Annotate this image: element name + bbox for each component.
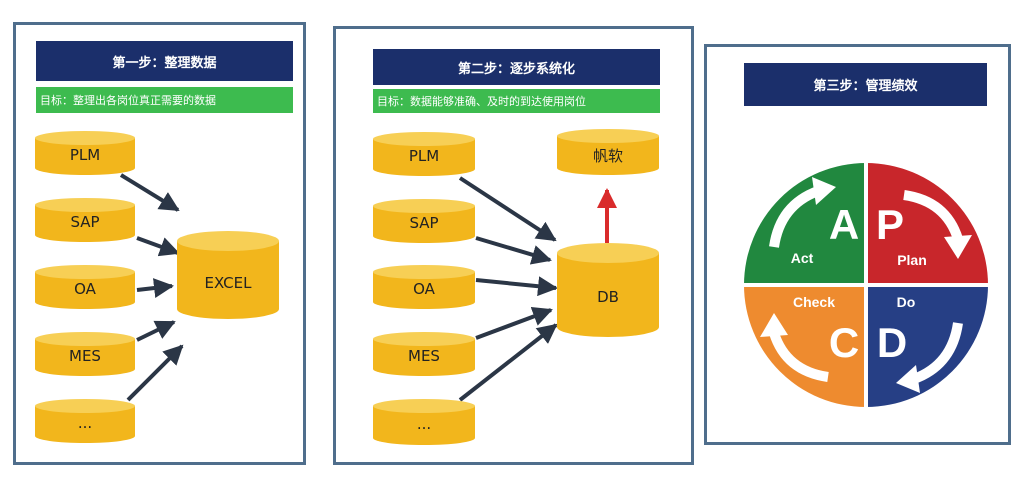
cylinder-sap: SAP [34,197,136,243]
act-letter: A [829,201,859,248]
check-label: Check [793,294,835,310]
cylinder-mes: MES [372,331,476,377]
cylinder-label: 帆软 [592,147,623,165]
cylinder-label: OA [74,280,96,298]
cylinder-oa: OA [372,264,476,310]
cylinder-label: SAP [70,213,100,231]
pdca-cycle: A Act P Plan Check C Do D [744,163,988,407]
cylinder-etc: ... [372,398,476,446]
plan-arrowhead-icon [944,235,972,259]
cylinder-label: ... [416,415,432,433]
cylinder-oa: OA [34,264,136,310]
plan-letter: P [876,201,904,248]
arrow-mes-db [475,306,553,340]
step2-title: 第二步：逐步系统化 [373,49,660,85]
arrow-oa-db [475,276,558,297]
cylinder-label: MES [408,347,440,365]
cylinder-label: PLM [69,146,101,164]
cylinder-label: OA [413,280,435,298]
do-label: Do [897,294,916,310]
cylinder-label: SAP [409,214,439,232]
arrow-plm-db [458,176,557,242]
cylinder-mes: MES [34,331,136,377]
step1-goal: 目标：整理出各岗位真正需要的数据 [36,87,293,113]
check-curve-arrow-icon [769,331,829,382]
cylinder-label: PLM [408,147,440,165]
cylinder-excel: EXCEL [176,230,280,320]
arrow-sap-excel [136,236,180,257]
cylinder-label: MES [69,347,101,365]
arrow-mes-excel [136,320,176,342]
cylinder-fanruan: 帆软 [556,128,660,176]
cylinder-etc: ... [34,398,136,444]
step1-title: 第一步：整理数据 [36,41,293,81]
plan-label: Plan [897,252,927,268]
arrow-etc-excel [126,344,184,402]
do-curve-arrow-icon [912,322,963,384]
act-curve-arrow-icon [769,186,820,248]
plan-curve-arrow-icon [903,190,963,241]
arrow-sap-db [475,236,552,265]
cylinder-label: EXCEL [204,274,252,292]
check-letter: C [829,319,859,366]
step2-goal: 目标：数据能够准确、及时的到达使用岗位 [373,89,660,113]
cylinder-plm: PLM [34,130,136,176]
arrow-oa-excel [136,278,174,298]
do-arrowhead-icon [896,365,920,393]
cylinder-plm: PLM [372,131,476,177]
do-letter: D [877,319,907,366]
cylinder-db: DB [556,242,660,338]
cylinder-label: DB [597,288,619,306]
cylinder-sap: SAP [372,198,476,244]
cylinder-label: ... [77,414,93,432]
arrow-etc-db [458,323,558,402]
arrow-plm-excel [119,173,180,212]
check-arrowhead-icon [760,313,788,337]
step3-title: 第三步：管理绩效 [744,63,987,106]
act-label: Act [791,250,814,266]
act-arrowhead-icon [812,177,836,205]
